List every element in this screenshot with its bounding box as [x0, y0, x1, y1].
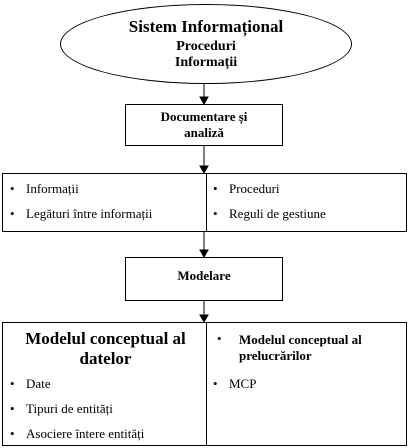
information-procedures-box: •Informații •Legături între informații •… — [2, 173, 407, 232]
documentare-line2: analiză — [184, 125, 224, 140]
list-item: •Asociere întere entități — [3, 421, 144, 446]
bullet-icon: • — [10, 401, 15, 416]
mcd-title: Modelul conceptual al datelor — [25, 329, 186, 368]
documentare-line1: Documentare și — [160, 109, 248, 124]
bullet-icon: • — [217, 331, 222, 346]
bullet-icon: • — [10, 376, 15, 391]
documentare-analiza-box: Documentare și analiză — [125, 104, 283, 146]
bullet-icon: • — [213, 376, 218, 391]
modelare-label: Modelare — [177, 268, 231, 283]
modelare-box: Modelare — [125, 257, 283, 301]
sistem-informational-ellipse: Sistem Informațional Proceduri Informați… — [60, 4, 352, 84]
bullet-icon: • — [10, 181, 15, 196]
list-item: •Date — [3, 371, 144, 396]
ellipse-line-proceduri: Proceduri — [176, 39, 236, 54]
column-divider — [206, 174, 207, 231]
arrowhead-to-list — [199, 165, 209, 175]
arrowhead-to-models — [199, 314, 209, 324]
list-item: •Proceduri — [206, 176, 326, 201]
bullet-icon: • — [213, 206, 218, 221]
list-item: •Reguli de gestiune — [206, 201, 326, 226]
ellipse-line-informatii: Informații — [174, 55, 238, 70]
mcp-list: •MCP — [206, 371, 256, 396]
conceptual-models-box: Modelul conceptual al datelor •Date •Tip… — [2, 322, 407, 446]
list-item: •Legături între informații — [3, 201, 152, 226]
arrowhead-to-doc — [199, 96, 209, 106]
bullet-icon: • — [10, 206, 15, 221]
list-item: •Tipuri de entități — [3, 396, 144, 421]
mcp-title: Modelul conceptual al prelucrărilor — [239, 332, 362, 363]
bullet-icon: • — [10, 426, 15, 441]
information-list: •Informații •Legături între informații — [3, 176, 152, 226]
list-item: •MCP — [206, 371, 256, 396]
arrowhead-to-modelare — [199, 249, 209, 259]
bullet-icon: • — [213, 181, 218, 196]
list-item: •Informații — [3, 176, 152, 201]
procedures-list: •Proceduri •Reguli de gestiune — [206, 176, 326, 226]
column-divider — [206, 323, 207, 445]
ellipse-title: Sistem Informațional — [128, 17, 284, 36]
mcd-list: •Date •Tipuri de entități •Asociere înte… — [3, 371, 144, 446]
